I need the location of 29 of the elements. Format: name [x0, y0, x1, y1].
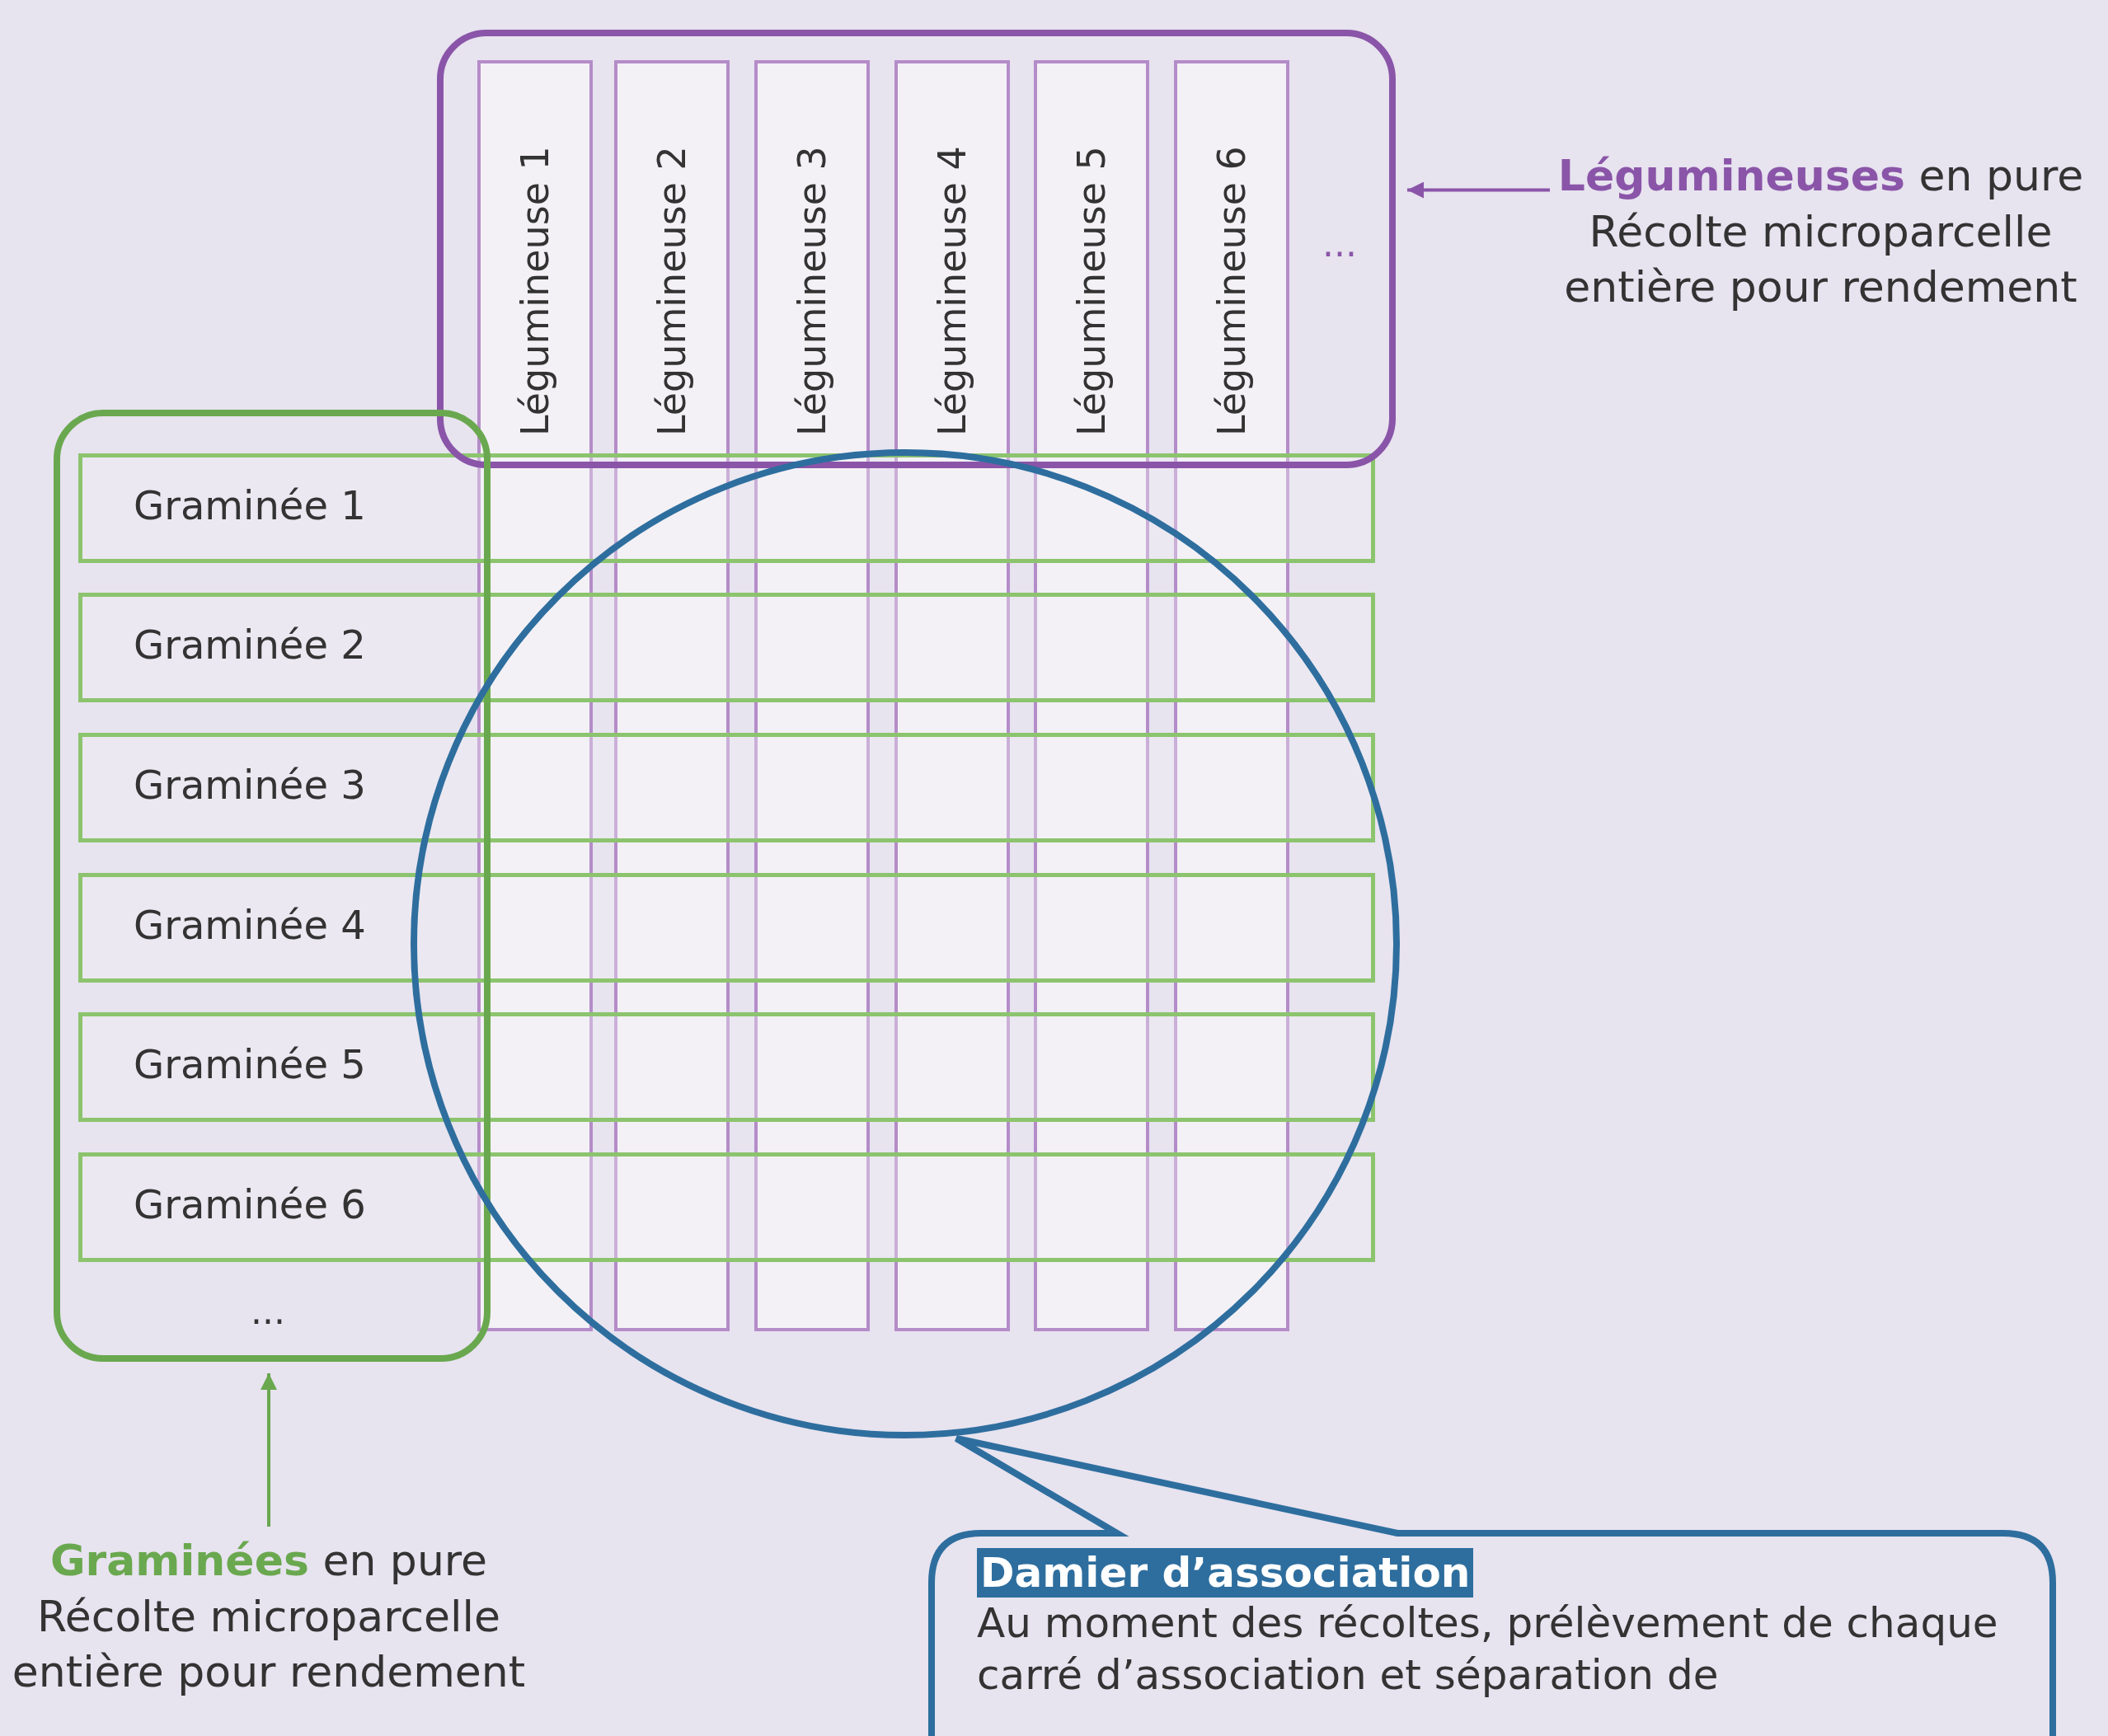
plot-column: [754, 60, 870, 1331]
plot-row: [78, 593, 1375, 702]
row-label: Graminée 5: [134, 1041, 366, 1089]
annotation-text: Légumineuses en pure Récolte microparcelle entière pour rendement: [1533, 148, 2108, 316]
callout-heading: Damier d’association: [977, 1548, 1474, 1598]
callout-text: Au moment des récoltes, prélèvement de chaque carré d’association et séparation de: [977, 1598, 1999, 1701]
arrow: [261, 1373, 277, 1527]
row-label: Graminée 3: [134, 762, 366, 809]
plot-row: [78, 1012, 1375, 1122]
plot-row: [78, 453, 1375, 563]
row-label: Graminée 1: [134, 482, 366, 530]
row-label: Graminée 4: [134, 902, 366, 950]
ellipsis-label: ...: [1322, 223, 1358, 265]
plot-column: [1174, 60, 1289, 1331]
association-circle: [411, 449, 1400, 1438]
arrow: [1407, 181, 1550, 199]
plot-row: [78, 733, 1375, 842]
group-frame: [437, 30, 1396, 468]
row-label: Graminée 2: [134, 622, 366, 669]
plot-column: [1034, 60, 1149, 1331]
plot-column: [614, 60, 730, 1331]
group-frame: [54, 410, 491, 1362]
plot-row: [78, 873, 1375, 983]
ellipsis-label: ...: [250, 1290, 286, 1332]
plot-column: [477, 60, 593, 1331]
annotation-text: Graminées en pure Récolte microparcelle entière pour rendement: [0, 1533, 538, 1701]
plot-column: [894, 60, 1010, 1331]
plot-row: [78, 1152, 1375, 1262]
row-label: Graminée 6: [134, 1181, 366, 1229]
